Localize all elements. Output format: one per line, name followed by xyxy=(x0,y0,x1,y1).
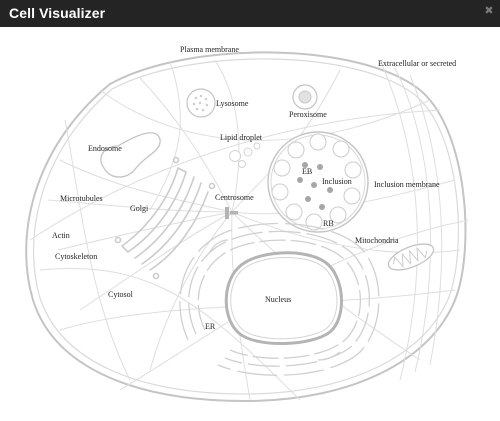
label-lipid-droplet[interactable]: Lipid droplet xyxy=(220,133,263,142)
label-mitochondria[interactable]: Mitochondria xyxy=(355,236,399,245)
inclusion-shape[interactable] xyxy=(267,131,369,233)
label-lysosome[interactable]: Lysosome xyxy=(216,99,249,108)
label-actin[interactable]: Actin xyxy=(52,231,70,240)
cell-canvas: Plasma membrane Extracellular or secrete… xyxy=(0,27,500,416)
label-peroxisome[interactable]: Peroxisome xyxy=(289,110,327,119)
cell-diagram: Plasma membrane Extracellular or secrete… xyxy=(25,45,469,403)
label-rb[interactable]: RB xyxy=(323,219,334,228)
label-endosome[interactable]: Endosome xyxy=(88,144,122,153)
label-cytosol[interactable]: Cytosol xyxy=(108,290,134,299)
er-shape[interactable] xyxy=(179,222,380,376)
label-centrosome[interactable]: Centrosome xyxy=(215,193,254,202)
title-bar: Cell Visualizer ✖ xyxy=(0,0,500,27)
label-er[interactable]: ER xyxy=(205,322,216,331)
lysosome-shape[interactable] xyxy=(186,88,216,118)
label-extracellular[interactable]: Extracellular or secreted xyxy=(378,59,456,68)
window-title: Cell Visualizer xyxy=(9,5,106,21)
label-nucleus[interactable]: Nucleus xyxy=(265,295,291,304)
endosome-shape[interactable] xyxy=(100,132,161,178)
label-golgi[interactable]: Golgi xyxy=(130,204,149,213)
label-inclusion[interactable]: Inclusion xyxy=(322,177,352,186)
peroxisome-shape[interactable] xyxy=(292,84,318,110)
lipid-droplet-shape[interactable] xyxy=(229,142,261,168)
label-microtubules[interactable]: Microtubules xyxy=(60,194,103,203)
close-icon[interactable]: ✖ xyxy=(484,4,494,17)
golgi-shape[interactable] xyxy=(114,156,216,280)
label-plasma-membrane[interactable]: Plasma membrane xyxy=(180,45,239,54)
mitochondria-shape[interactable] xyxy=(385,239,437,276)
label-inclusion-membrane[interactable]: Inclusion membrane xyxy=(374,180,440,189)
label-eb[interactable]: EB xyxy=(302,167,312,176)
nucleus-shape[interactable] xyxy=(224,251,343,345)
centrosome-shape[interactable] xyxy=(225,207,238,219)
label-cytoskeleton[interactable]: Cytoskeleton xyxy=(55,252,97,261)
